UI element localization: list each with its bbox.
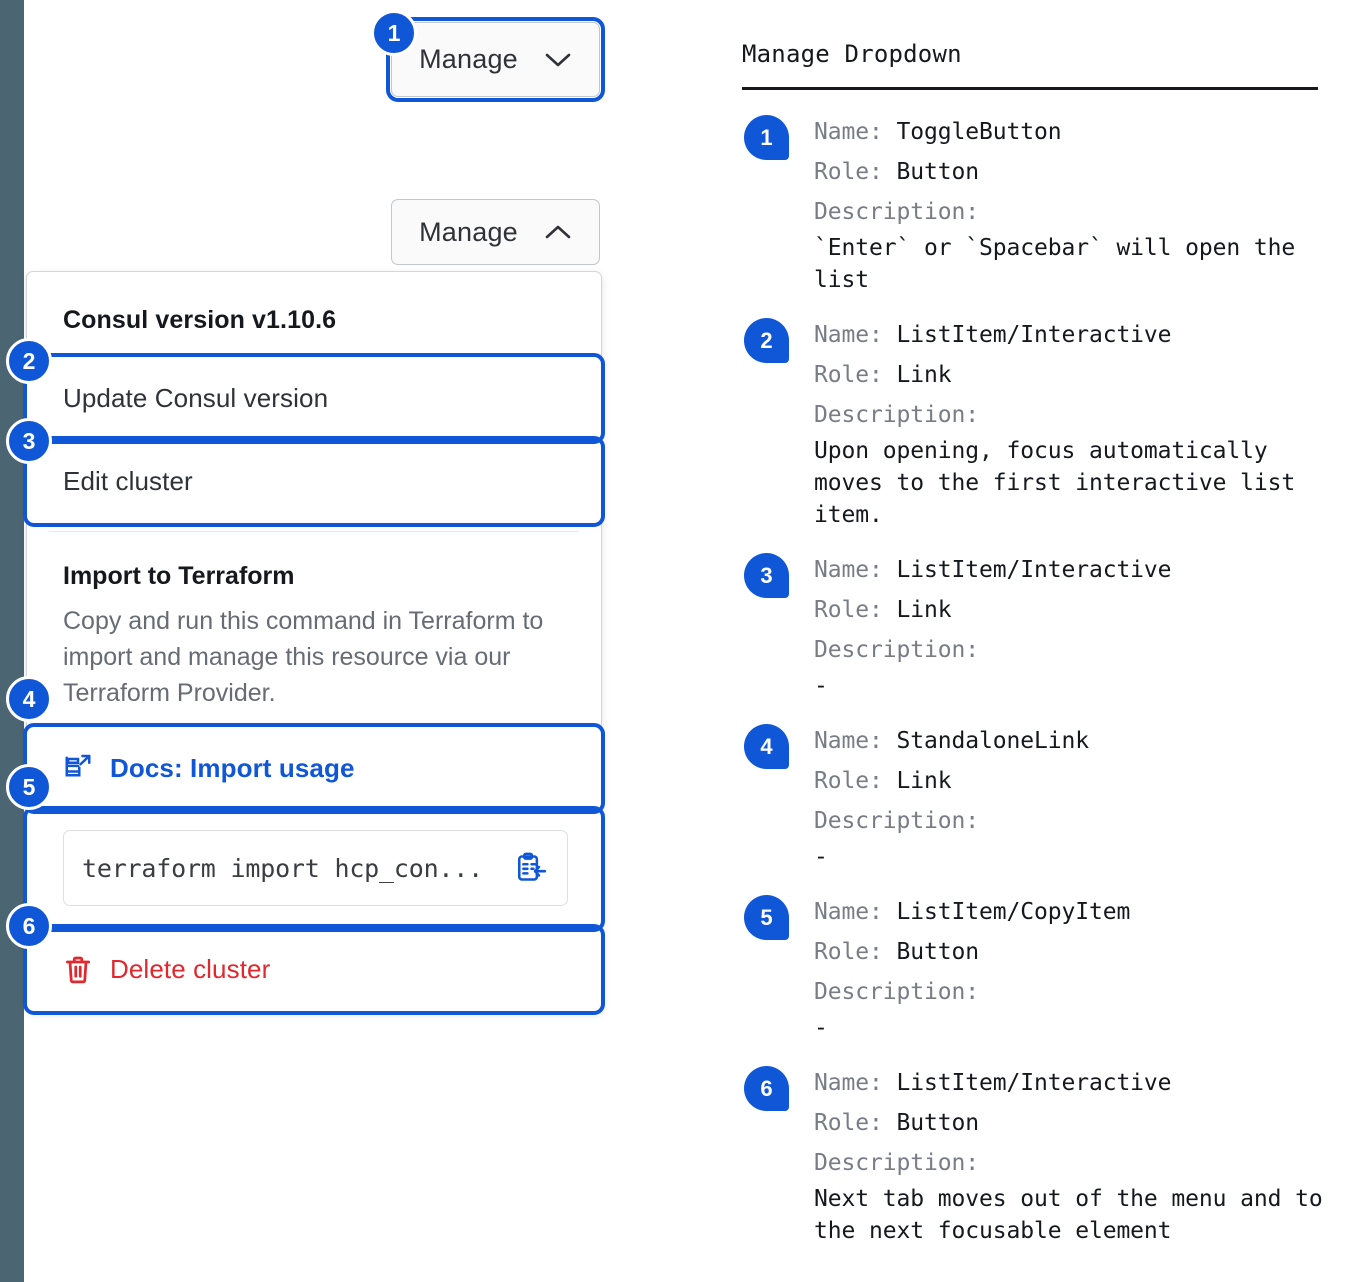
marker-3: 3 xyxy=(6,418,52,464)
chevron-up-icon xyxy=(544,223,572,241)
legend-role-value: Link xyxy=(896,768,952,794)
menu-item-edit-cluster[interactable]: Edit cluster xyxy=(23,436,605,527)
legend-description-value: - xyxy=(814,844,828,870)
legend-name: Name: StandaloneLink xyxy=(814,721,1342,761)
legend-description-value: - xyxy=(814,673,828,699)
legend-role: Role: Button xyxy=(814,932,1342,972)
legend-badge: 5 xyxy=(744,895,789,940)
legend-name: Name: ToggleButton xyxy=(814,112,1342,152)
menu-divider xyxy=(49,531,579,532)
legend-name-key: Name: xyxy=(814,119,897,145)
menu-item-update-consul-version[interactable]: Update Consul version xyxy=(23,353,605,444)
section-body-import-to-terraform: Copy and run this command in Terraform t… xyxy=(63,607,544,707)
legend-name-value: StandaloneLink xyxy=(896,728,1089,754)
legend-name-value: ListItem/CopyItem xyxy=(896,899,1131,925)
legend-role: Role: Link xyxy=(814,590,1342,630)
legend-name-value: ListItem/Interactive xyxy=(896,1070,1172,1096)
manage-dropdown-menu: Consul version v1.10.6 Update Consul ver… xyxy=(23,271,605,1015)
legend-badge: 6 xyxy=(744,1066,789,1111)
legend-badge: 4 xyxy=(744,724,789,769)
delete-cluster-label: Delete cluster xyxy=(110,954,271,984)
legend-description-value: Upon opening, focus automatically moves … xyxy=(814,438,1296,528)
legend-role-key: Role: xyxy=(814,768,897,794)
legend-role-value: Button xyxy=(896,1110,979,1136)
legend-description-value: - xyxy=(814,1015,828,1041)
legend-name-value: ListItem/Interactive xyxy=(896,557,1172,583)
legend-role-key: Role: xyxy=(814,939,897,965)
menu-item-copy-terraform-command[interactable]: terraform import hcp_con... xyxy=(23,806,605,932)
legend-role: Role: Button xyxy=(814,152,1342,192)
menu-item-docs-import-usage[interactable]: Docs: Import usage xyxy=(23,723,605,814)
menu-heading-consul-version: Consul version v1.10.6 xyxy=(63,306,337,334)
docs-import-usage-label: Docs: Import usage xyxy=(110,753,355,783)
legend-description-label: Description: xyxy=(814,199,979,225)
marker-4: 4 xyxy=(6,676,52,722)
legend-name-value: ListItem/Interactive xyxy=(896,322,1172,348)
legend-name-key: Name: xyxy=(814,1070,897,1096)
legend-role-value: Link xyxy=(896,362,952,388)
legend-name: Name: ListItem/Interactive xyxy=(814,315,1342,355)
legend-name: Name: ListItem/CopyItem xyxy=(814,892,1342,932)
clipboard-copy-icon[interactable] xyxy=(515,852,547,884)
legend-name-value: ToggleButton xyxy=(896,119,1062,145)
legend-badge: 3 xyxy=(744,553,789,598)
legend-role-value: Button xyxy=(896,159,979,185)
legend-description-label: Description: xyxy=(814,979,979,1005)
marker-1: 1 xyxy=(371,10,417,56)
legend-role: Role: Button xyxy=(814,1103,1342,1143)
docs-external-link-icon xyxy=(63,754,93,784)
legend-role-key: Role: xyxy=(814,362,897,388)
legend-description-label: Description: xyxy=(814,808,979,834)
manage-button-label: Manage xyxy=(419,44,518,74)
menu-item-label: Update Consul version xyxy=(63,383,329,413)
legend-badge: 2 xyxy=(744,318,789,363)
legend-name: Name: ListItem/Interactive xyxy=(814,550,1342,590)
legend-role: Role: Link xyxy=(814,355,1342,395)
legend-name-key: Name: xyxy=(814,557,897,583)
manage-toggle-button-focused[interactable]: Manage xyxy=(386,17,605,102)
legend-description-value: Next tab moves out of the menu and to th… xyxy=(814,1186,1323,1244)
legend-role-value: Link xyxy=(896,597,952,623)
marker-2: 2 xyxy=(6,338,52,384)
terraform-command-text: terraform import hcp_con... xyxy=(82,853,483,883)
section-title-import-to-terraform: Import to Terraform xyxy=(63,562,295,590)
legend-description-label: Description: xyxy=(814,637,979,663)
legend-rule xyxy=(742,87,1318,90)
terraform-command-box[interactable]: terraform import hcp_con... xyxy=(63,830,568,906)
mock-ui-panel: Manage 1 Manage Consul version v1.10.6 U… xyxy=(6,10,605,1015)
left-rail xyxy=(0,0,24,1282)
legend-description-label: Description: xyxy=(814,1150,979,1176)
menu-item-label: Edit cluster xyxy=(63,466,193,496)
legend-role-value: Button xyxy=(896,939,979,965)
menu-item-delete-cluster[interactable]: Delete cluster xyxy=(23,924,605,1015)
legend-role: Role: Link xyxy=(814,761,1342,801)
legend-badge: 1 xyxy=(744,115,789,160)
legend-name-key: Name: xyxy=(814,899,897,925)
legend-description-value: `Enter` or `Spacebar` will open the list xyxy=(814,235,1296,293)
trash-icon xyxy=(63,955,93,985)
marker-5: 5 xyxy=(6,764,52,810)
manage-toggle-button-open[interactable]: Manage xyxy=(391,199,600,265)
terraform-command-row: terraform import hcp_con... xyxy=(27,810,601,928)
legend-name-key: Name: xyxy=(814,728,897,754)
legend-role-key: Role: xyxy=(814,159,897,185)
marker-6: 6 xyxy=(6,903,52,949)
legend-role-key: Role: xyxy=(814,1110,897,1136)
legend-name-key: Name: xyxy=(814,322,897,348)
legend-title: Manage Dropdown xyxy=(742,40,962,68)
chevron-down-icon xyxy=(544,51,572,69)
legend-name: Name: ListItem/Interactive xyxy=(814,1063,1342,1103)
manage-button-open-label: Manage xyxy=(419,216,518,247)
legend-description-label: Description: xyxy=(814,402,979,428)
legend-role-key: Role: xyxy=(814,597,897,623)
